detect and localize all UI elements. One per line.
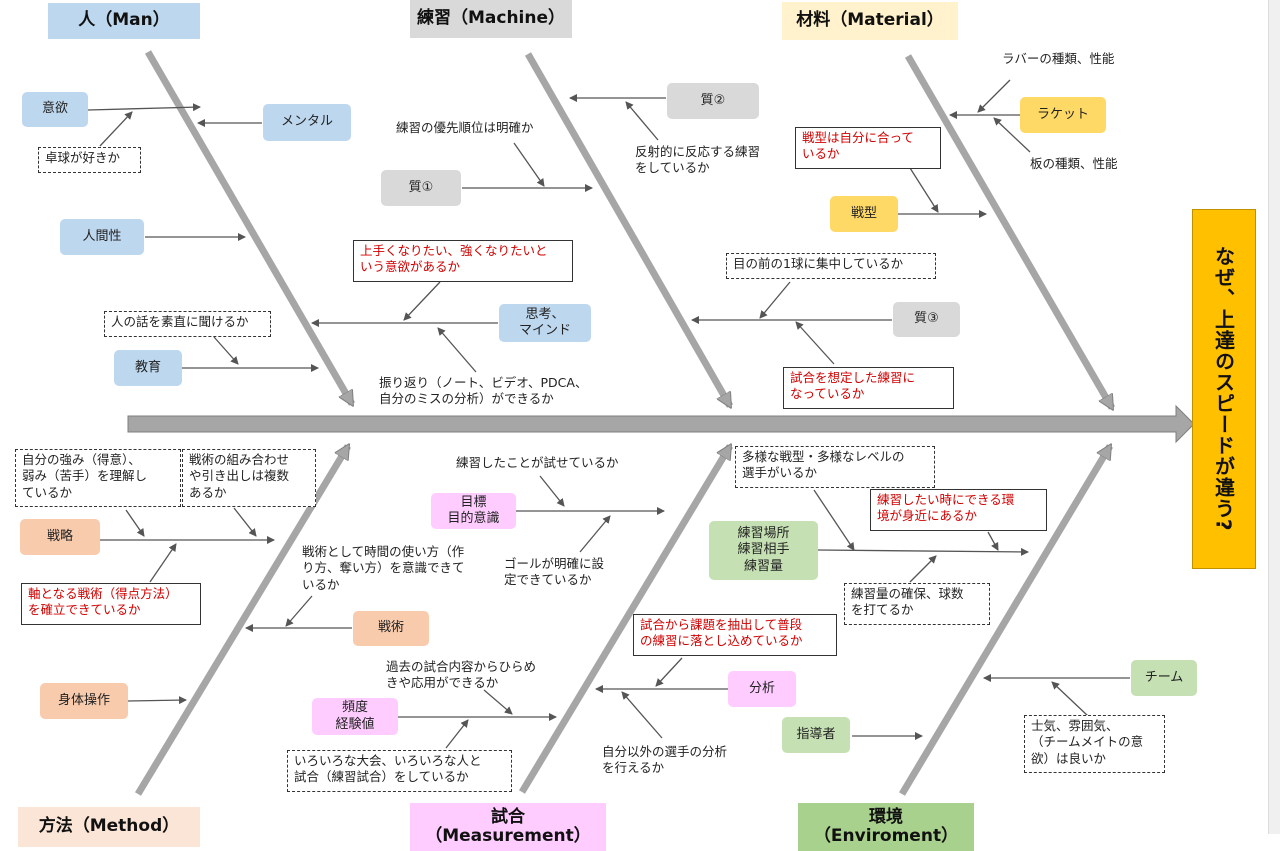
arrow-goal <box>579 515 611 553</box>
note-hito: 人の話を素直に聞けるか <box>104 311 271 337</box>
note-jiku: 軸となる戦術（得点方法） を確立できているか <box>21 583 201 625</box>
header-material: 材料（Material） <box>782 2 958 40</box>
bone-machine <box>524 52 734 406</box>
note-kankyo: 練習したい時にできる環 境が身近にあるか <box>870 489 1047 531</box>
note-ita: 板の種類、性能 <box>1030 156 1118 171</box>
header-machine: 練習（Machine） <box>410 0 572 38</box>
factor-senkei: 戦型 <box>830 196 898 232</box>
main-spine <box>127 404 1195 444</box>
factor-mental: メンタル <box>263 104 351 141</box>
arrow-taikai <box>445 719 469 749</box>
header-environment: 環境 （Enviroment） <box>798 803 974 851</box>
bone-environment <box>898 446 1114 796</box>
note-furikaeri: 振り返り（ノート、ビデオ、PDCA、 自分のミスの分析）ができるか <box>379 375 588 407</box>
note-shiai-sotei: 試合を想定した練習に なっているか <box>783 367 954 409</box>
bone-measurement <box>519 446 733 794</box>
arrow-rubber <box>977 79 1011 113</box>
note-tameseru: 練習したことが試せているか <box>456 455 619 470</box>
note-rubber: ラバーの種類、性能 <box>1002 51 1115 66</box>
note-jibun-igai: 自分以外の選手の分析 を行えるか <box>602 744 728 776</box>
note-hansha: 反射的に反応する練習 をしているか <box>635 144 761 176</box>
arrow-tameseru <box>539 475 565 507</box>
arrow-jozu <box>403 281 441 321</box>
arrow-kumiawase <box>233 507 257 537</box>
factor-senryaku: 戦略 <box>20 519 100 555</box>
arrow-kyusu <box>909 555 937 583</box>
note-takkyu: 卓球が好きか <box>38 147 141 173</box>
note-kyusu: 練習量の確保、球数 を打てるか <box>844 583 990 625</box>
arrow-takkyu <box>99 111 133 147</box>
note-me-no-mae: 目の前の1球に集中しているか <box>726 253 936 279</box>
factor-ningensei: 人間性 <box>60 219 144 255</box>
arrow-ita <box>993 117 1031 153</box>
header-man: 人（Man） <box>48 3 200 39</box>
factor-iyoku: 意欲 <box>22 92 88 127</box>
note-kadai: 試合から課題を抽出して普段 の練習に落とし込めているか <box>633 614 837 656</box>
factor-kyoiku: 教育 <box>114 350 182 386</box>
arrow-hito <box>213 336 239 365</box>
arrow-jiku <box>149 543 177 583</box>
arrow-jikan <box>285 595 313 627</box>
factor-shitsu1: 質① <box>381 170 461 206</box>
arrow-shintai <box>127 696 187 705</box>
factor-shintai: 身体操作 <box>40 683 128 719</box>
arrow-kadai <box>655 657 683 687</box>
header-method: 方法（Method） <box>18 807 200 847</box>
problem-title: なぜ、上達のスピードが違う? <box>1192 209 1256 569</box>
factor-mokuhyo: 目標 目的意識 <box>431 493 516 529</box>
bone-material <box>904 54 1116 408</box>
arrow-furikaeri <box>437 327 477 373</box>
arrow-tayo <box>813 489 855 551</box>
arrow-kako <box>483 689 513 715</box>
arrow-iyoku <box>87 103 201 112</box>
note-senkei-ok: 戦型は自分に合って いるか <box>795 127 941 169</box>
factor-shidosha: 指導者 <box>782 717 850 753</box>
header-measurement: 試合 （Measurement） <box>410 803 606 851</box>
factor-shitsu2: 質② <box>667 83 759 119</box>
factor-shiko: 思考、 マインド <box>499 304 591 342</box>
arrow-kankyo <box>987 531 999 551</box>
scrollbar[interactable] <box>1268 0 1280 834</box>
arrow-yusen <box>513 142 545 187</box>
note-jozu: 上手くなりたい、強くなりたいと いう意欲があるか <box>353 240 573 282</box>
arrow-tsuyomi <box>125 509 145 537</box>
factor-hindo: 頻度 経験値 <box>312 698 398 735</box>
note-jikan: 戦術として時間の使い方（作 り方、奪い方）を意識できて いるか <box>302 544 465 592</box>
arrow-shiai-sotei <box>795 321 835 365</box>
note-yusen: 練習の優先順位は明確か <box>396 120 534 135</box>
note-kako: 過去の試合内容からひらめ きや応用ができるか <box>386 659 537 691</box>
factor-basho: 練習場所 練習相手 練習量 <box>709 521 818 580</box>
arrow-fun-iki <box>1051 681 1089 717</box>
note-goal: ゴールが明確に設 定できているか <box>504 556 605 588</box>
arrow-hansha <box>625 101 659 141</box>
note-tsuyomi: 自分の強み（得意）、 弱み（苦手）を理解し ているか <box>15 449 181 507</box>
note-fun-iki: 士気、雰囲気、 （チームメイトの意 欲）は良いか <box>1024 715 1165 773</box>
arrow-senkei-ok <box>909 167 939 213</box>
note-taikai: いろいろな大会、いろいろな人と 試合（練習試合）をしているか <box>287 750 512 792</box>
note-tayo: 多様な戦型・多様なレベルの 選手がいるか <box>735 446 935 488</box>
factor-bunseki: 分析 <box>728 671 796 707</box>
factor-shitsu3: 質③ <box>893 302 960 337</box>
factor-senjutsu: 戦術 <box>353 611 429 646</box>
note-kumiawase: 戦術の組み合わせ や引き出しは複数 あるか <box>182 449 316 507</box>
arrow-me-no-mae <box>759 281 791 319</box>
factor-racket: ラケット <box>1020 97 1106 133</box>
arrow-basho <box>817 547 1029 556</box>
factor-team: チーム <box>1131 660 1197 696</box>
arrow-jibun-igai <box>621 691 663 739</box>
bone-man <box>144 50 356 404</box>
